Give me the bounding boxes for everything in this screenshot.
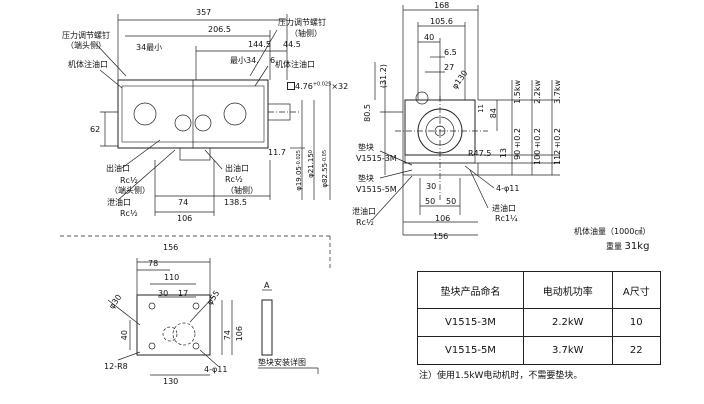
table-header: A尺寸 [611,270,662,310]
table-row: V1515-3M 2.2kW 10 [417,308,662,338]
label-rc-right: Rc½ [225,175,243,184]
pad-label-a: A [264,281,270,290]
dim-11-front: 11 [477,104,485,113]
label-pressure-screw-shaft-2: （轴侧） [290,29,322,38]
dim-phi19: φ19.05-0.025 [295,150,303,191]
dim-2-2kw: 2.2kw [533,80,542,104]
note-weight: 重量 31kg [606,241,650,252]
table-cell: V1515-5M [417,336,524,365]
key-dimension: 4.76+0.025×32 [287,82,348,91]
label-holes-front: 4-φ11 [496,184,520,193]
table-cell: 3.7kW [522,336,613,365]
dim-106-side: 106 [177,214,193,223]
label-body-port-right: 机体注油口 [275,60,315,69]
dim-80-5: 80.5 [363,104,372,122]
pad-dim-30: 30 [158,289,169,298]
pad-label-holes: 4-φ11 [204,365,228,374]
label-pad-1: 垫块 [358,143,374,152]
dim-100: 100±0.2 [533,128,542,165]
table-header-row: 垫块产品命名 电动机功率 A尺寸 [417,270,662,310]
label-outlet-right: 出油口 [225,164,249,173]
label-inlet-rc: Rc1¼ [495,214,518,223]
pad-dim-156: 156 [163,243,179,252]
dim-11-7: 11.7 [268,148,286,157]
dim-168: 168 [434,1,450,10]
table-cell: 10 [611,308,662,338]
table-header: 电动机功率 [522,270,613,310]
dim-357: 357 [196,8,212,17]
label-pressure-screw-shaft-1: 压力调节螺钉 [278,18,326,27]
pad-dim-17: 17 [178,289,189,298]
dim-phi21: φ21.150 [307,150,315,178]
pad-dim-40: 40 [120,330,129,341]
table-row: V1515-5M 3.7kW 22 [417,336,662,365]
pad-spec-table: 垫块产品命名 电动机功率 A尺寸 V1515-3M 2.2kW 10 V1515… [417,270,662,365]
table-cell: 2.2kW [522,308,613,338]
dim-30-front: 30 [426,182,437,191]
dim-40-front: 40 [424,33,435,42]
pad-dim-74: 74 [223,330,232,341]
table-note: 注）使用1.5kW电动机时，不需要垫块。 [419,371,583,381]
dim-138-5: 138.5 [224,198,247,207]
dim-phi82: φ82.55-0.05 [321,150,329,188]
label-rc-drain: Rc½ [120,209,138,218]
label-pad-2-model: V1515-5M [356,185,397,194]
dim-50-b: 50 [446,197,457,206]
label-outlet-left: 出油口 [106,164,130,173]
label-rc-left: Rc½ [120,176,138,185]
dim-106-front: 106 [435,214,451,223]
dim-13: 13 [499,148,508,159]
label-pad-1-model: V1515-3M [356,154,397,163]
table-header: 垫块产品命名 [417,270,524,310]
dim-144-5: 144.5 [248,40,271,49]
pad-dim-130: 130 [163,377,179,386]
pad-caption: 垫块安装详图 [258,358,306,367]
dim-min34-left: 34最小 [136,43,163,52]
label-body-port-left: 机体注油口 [68,60,108,69]
table-cell: V1515-3M [417,308,524,338]
dim-50-a: 50 [425,197,436,206]
label-shaft-side: （轴侧） [226,186,258,195]
dim-27: 27 [444,63,455,72]
dim-156-front: 156 [433,232,449,241]
dim-74: 74 [178,198,189,207]
pad-dim-110: 110 [164,273,180,282]
dim-min34-right: 最小34. [230,56,259,65]
label-drain-front: 泄油口 [352,207,376,216]
dim-6-5: 6.5 [444,48,457,57]
label-inlet: 进油口 [492,204,516,213]
note-oil-volume: 机体油量（1000㎤） [574,227,651,236]
label-drain-rc: Rc½ [356,218,374,227]
dim-31-2: (31.2) [379,64,388,89]
label-end-side: （端头侧） [110,186,150,195]
dim-112: 112±0.2 [553,128,562,165]
dim-105-6: 105.6 [430,17,453,26]
pad-dim-78: 78 [148,259,159,268]
dim-84: 84 [489,108,498,119]
dim-6: 6 [270,56,276,65]
dim-206-5: 206.5 [208,25,231,34]
dim-3-7kw: 3.7kw [553,80,562,104]
dim-r47-5: R47.5 [468,149,492,158]
label-drain-left: 泄油口 [107,198,131,207]
label-pressure-screw-end-2: （端头侧） [66,41,106,50]
dim-62: 62 [90,125,101,134]
label-pressure-screw-end-1: 压力调节螺钉 [62,31,110,40]
dim-44-5: 44.5 [283,40,301,49]
pad-dim-106: 106 [235,326,244,342]
pad-label-r8: 12-R8 [104,362,128,371]
table-cell: 22 [611,336,662,365]
dim-90: 90±0.2 [513,128,522,160]
dim-1-5kw: 1.5kw [513,80,522,104]
label-pad-2: 垫块 [358,174,374,183]
